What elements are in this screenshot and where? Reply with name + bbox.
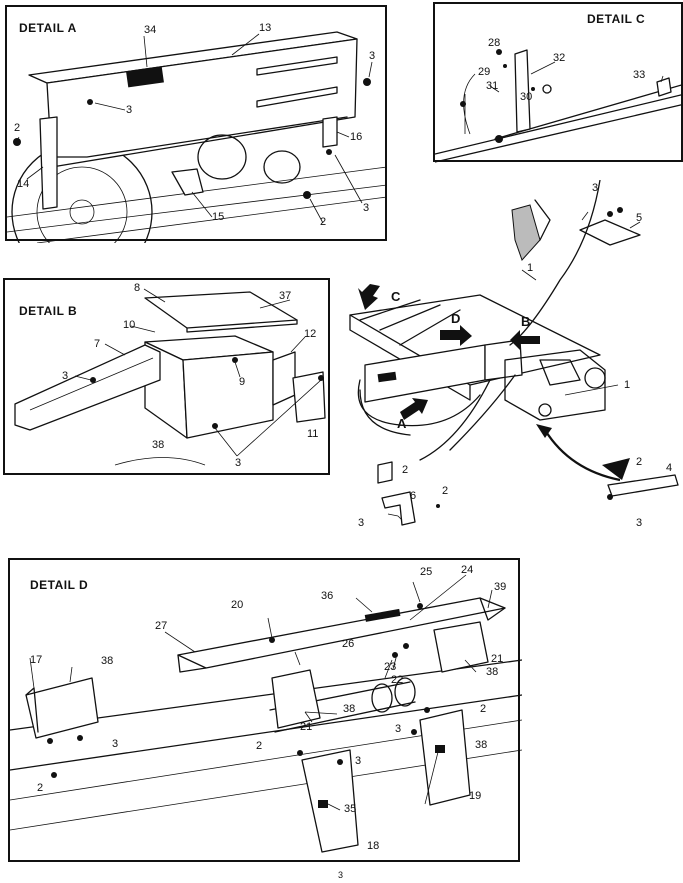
callout-22: 22 (391, 674, 404, 686)
callout-21: 21 (300, 721, 313, 733)
callout-30: 30 (520, 91, 533, 103)
callout-2: 2 (320, 216, 327, 228)
callout-38: 38 (486, 666, 499, 678)
callout-15: 15 (212, 211, 225, 223)
detail-b-title: DETAIL B (19, 304, 78, 318)
detail-d-panel: DETAIL D (8, 558, 522, 862)
callout-3: 3 (395, 723, 402, 735)
callout-9: 9 (239, 376, 246, 388)
callout-3: 3 (358, 517, 365, 529)
callout-27: 27 (155, 620, 168, 632)
callout-29: 29 (478, 66, 491, 78)
callout-17: 17 (30, 654, 43, 666)
callout-3: 3 (369, 50, 376, 62)
callout-19: 19 (469, 790, 482, 802)
callout-3: 3 (235, 457, 242, 469)
callout-7: 7 (94, 338, 101, 350)
detail-a-illustration (7, 31, 388, 243)
callout-26: 26 (342, 638, 355, 650)
detail-c-title: DETAIL C (587, 12, 646, 26)
detail-a-panel: DETAIL A (5, 5, 388, 243)
callout-5: 5 (636, 212, 643, 224)
callout-20: 20 (231, 599, 244, 611)
callout-13: 13 (259, 22, 272, 34)
callout-3: 3 (126, 104, 133, 116)
callout-18: 18 (367, 840, 380, 852)
main-arrow-label-d: D (451, 311, 461, 326)
callout-21: 21 (491, 653, 504, 665)
callout-2: 2 (14, 122, 21, 134)
main-arrow-label-c: C (391, 289, 401, 304)
detail-b-panel: DETAIL B 8 37 10 12 7 9 3 38 11 3 (3, 278, 330, 475)
detail-d-title: DETAIL D (30, 578, 89, 592)
callout-3: 3 (62, 370, 69, 382)
callout-28: 28 (488, 37, 501, 49)
callout-3: 3 (112, 738, 119, 750)
callout-35: 35 (344, 803, 357, 815)
detail-b-illustration (14, 288, 326, 466)
callout-1: 1 (624, 379, 631, 391)
callout-12: 12 (304, 328, 317, 340)
main-arrow-label-b: B (521, 314, 531, 329)
callout-3: 3 (636, 517, 643, 529)
detail-d-illustration (10, 574, 522, 853)
callout-37: 37 (279, 290, 292, 302)
callout-2: 2 (442, 485, 449, 497)
callout-1: 1 (527, 262, 534, 274)
callout-24: 24 (461, 564, 474, 576)
callout-11: 11 (307, 428, 319, 440)
callout-33: 33 (633, 69, 646, 81)
callout-2: 2 (636, 456, 643, 468)
callout-23: 23 (384, 661, 397, 673)
callout-38: 38 (101, 655, 114, 667)
callout-38: 38 (343, 703, 356, 715)
callout-3: 3 (355, 755, 362, 767)
main-assembly-view: C D B A 3 5 1 1 2 4 3 2 6 2 3 (340, 180, 683, 550)
detail-c-panel: DETAIL C 28 29 32 31 30 33 (433, 2, 683, 163)
callout-25: 25 (420, 566, 433, 578)
callout-2: 2 (402, 464, 409, 476)
callout-8: 8 (134, 282, 141, 294)
callout-3: 3 (592, 182, 599, 194)
callout-38: 38 (152, 439, 165, 451)
callout-31: 31 (486, 80, 499, 92)
callout-39: 39 (494, 581, 507, 593)
callout-3: 3 (363, 202, 370, 214)
callout-4: 4 (666, 462, 673, 474)
detail-a-title: DETAIL A (19, 21, 77, 35)
callout-36: 36 (321, 590, 334, 602)
detail-c-illustration (435, 49, 683, 163)
callout-14: 14 (17, 178, 30, 190)
callout-2: 2 (256, 740, 263, 752)
page-number: 3 (338, 870, 344, 880)
callout-2: 2 (480, 703, 487, 715)
callout-32: 32 (553, 52, 566, 64)
callout-10: 10 (123, 319, 136, 331)
callout-38: 38 (475, 739, 488, 751)
main-assembly-illustration (349, 180, 679, 526)
callout-6: 6 (410, 490, 417, 502)
callout-2: 2 (37, 782, 44, 794)
main-arrow-label-a: A (397, 416, 407, 431)
callout-16: 16 (350, 131, 363, 143)
callout-34: 34 (144, 24, 157, 36)
